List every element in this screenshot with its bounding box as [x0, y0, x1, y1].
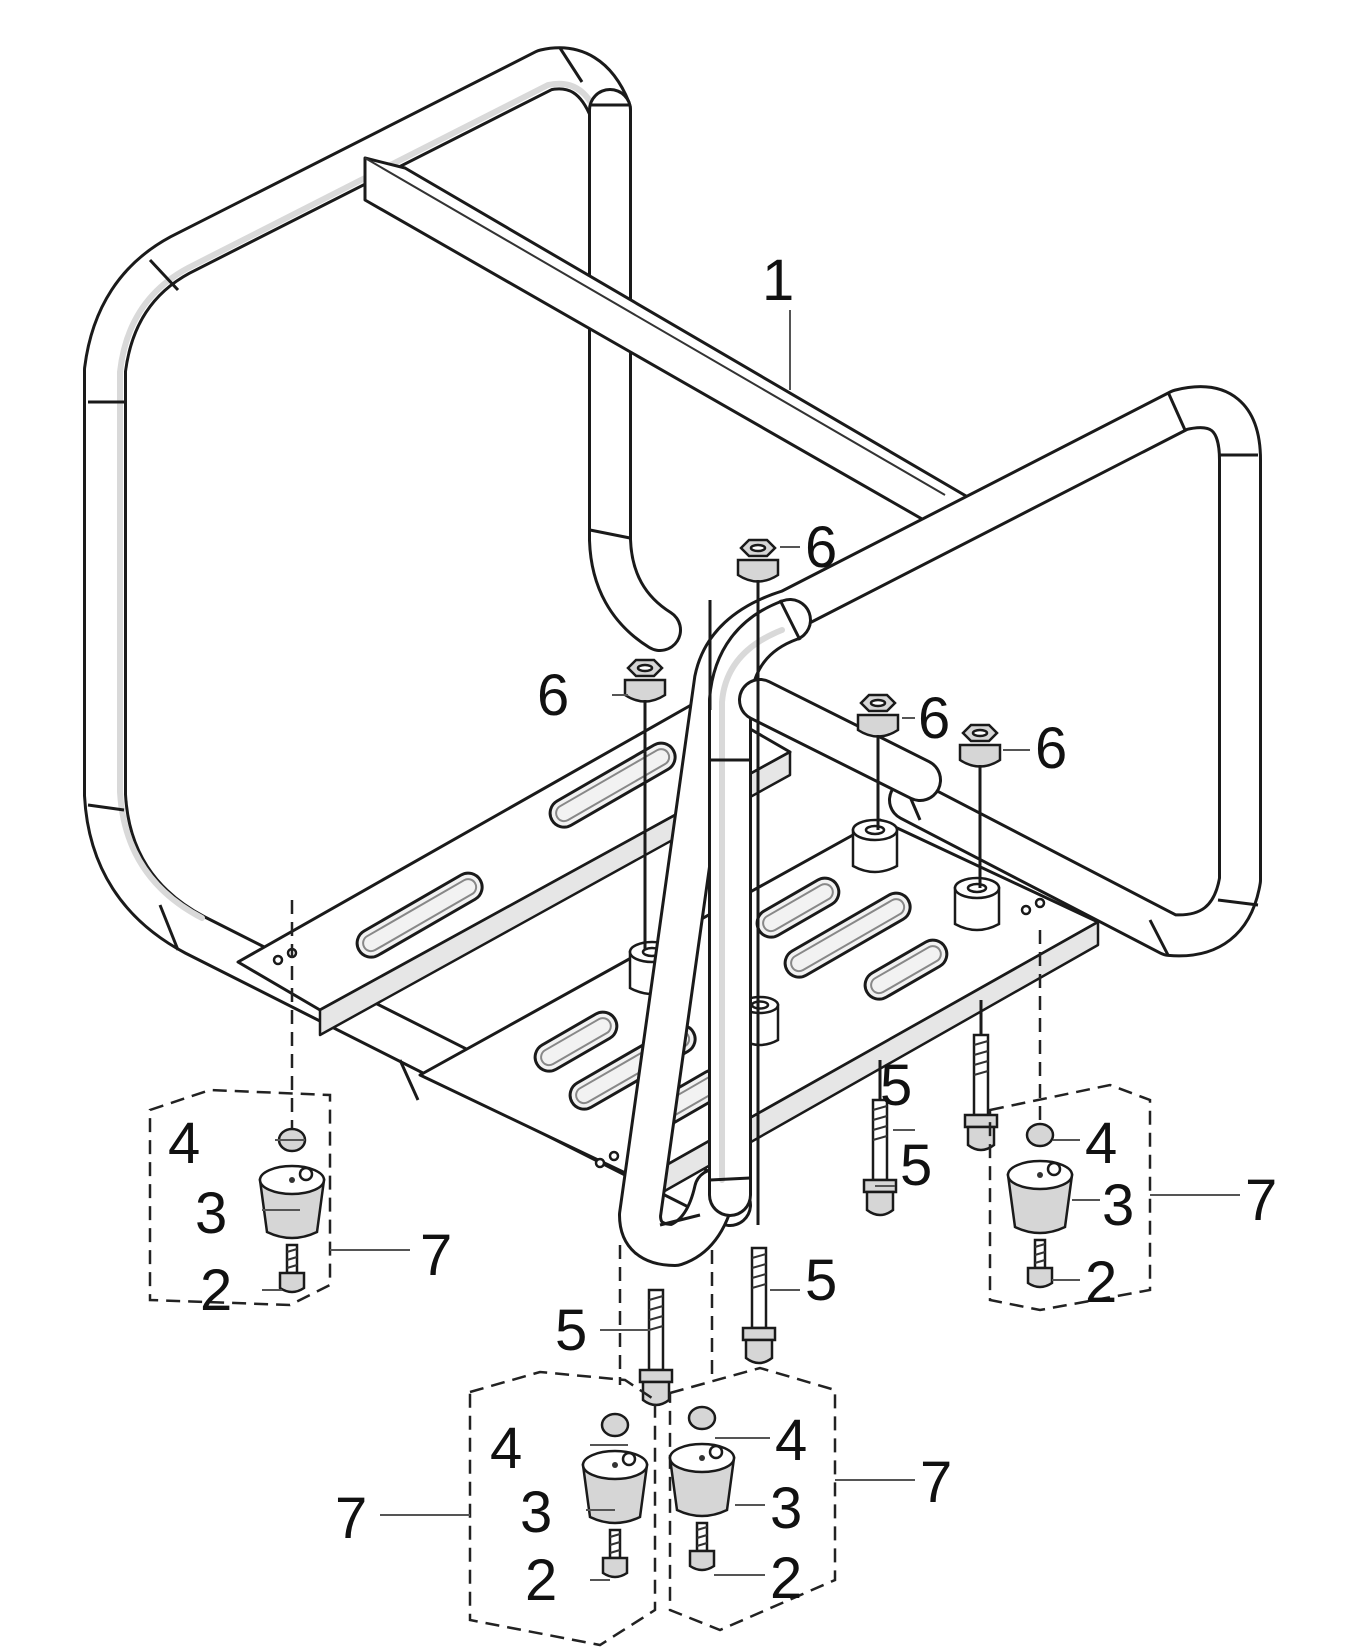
callout-5-center-bolt: 5 — [805, 1248, 837, 1313]
callout-7-left-mount: 7 — [420, 1223, 452, 1288]
callout-5-left-bolt: 5 — [555, 1298, 587, 1363]
callout-7-bottom-right-mount: 7 — [920, 1450, 952, 1515]
callout-4-left-mount: 4 — [168, 1111, 200, 1176]
callout-6-top-nut: 6 — [805, 515, 837, 580]
callout-7-right-mount: 7 — [1245, 1168, 1277, 1233]
callout-3-left-mount: 3 — [195, 1181, 227, 1246]
callout-4-bottom-right-mount: 4 — [775, 1408, 807, 1473]
mount-7-left — [148, 1088, 332, 1307]
callout-4-right-mount: 4 — [1085, 1111, 1117, 1176]
callout-1-frame: 1 — [762, 248, 794, 313]
bolt-5-b — [741, 1246, 777, 1365]
callout-2-right-mount: 2 — [1085, 1250, 1117, 1315]
callout-7-bottom-left-mount: 7 — [335, 1486, 367, 1551]
nut-6-d — [958, 723, 1002, 768]
callout-2-bottom-right-mount: 2 — [770, 1546, 802, 1611]
bolt-5-a — [638, 1288, 674, 1407]
callout-6-right-nut: 6 — [1035, 716, 1067, 781]
frame-back-tube — [83, 46, 752, 1227]
spacer-c — [851, 818, 899, 874]
callout-5-mid-bolt: 5 — [900, 1133, 932, 1198]
frame-front-tube — [618, 385, 1262, 1267]
callout-4-bottom-left-mount: 4 — [490, 1416, 522, 1481]
callout-2-left-mount: 2 — [200, 1258, 232, 1323]
callout-3-right-mount: 3 — [1102, 1173, 1134, 1238]
spacer-d — [953, 876, 1001, 932]
mount-7-bottom-left — [468, 1370, 657, 1647]
nut-6-c — [856, 693, 900, 738]
nut-6-a — [623, 658, 667, 703]
mount-7-bottom-right — [668, 1366, 837, 1632]
bolt-5-d — [963, 1033, 999, 1152]
mount-7-right — [988, 1083, 1152, 1312]
nut-6-b — [736, 538, 780, 583]
leader-lines — [262, 310, 1240, 1581]
callout-6-mid-nut: 6 — [918, 686, 950, 751]
frame-top-crossbar — [363, 156, 992, 537]
callout-5-right-bolt: 5 — [880, 1053, 912, 1118]
callout-6-left-nut: 6 — [537, 663, 569, 728]
callout-3-bottom-right-mount: 3 — [770, 1476, 802, 1541]
callout-2-bottom-left-mount: 2 — [525, 1548, 557, 1613]
callout-3-bottom-left-mount: 3 — [520, 1480, 552, 1545]
